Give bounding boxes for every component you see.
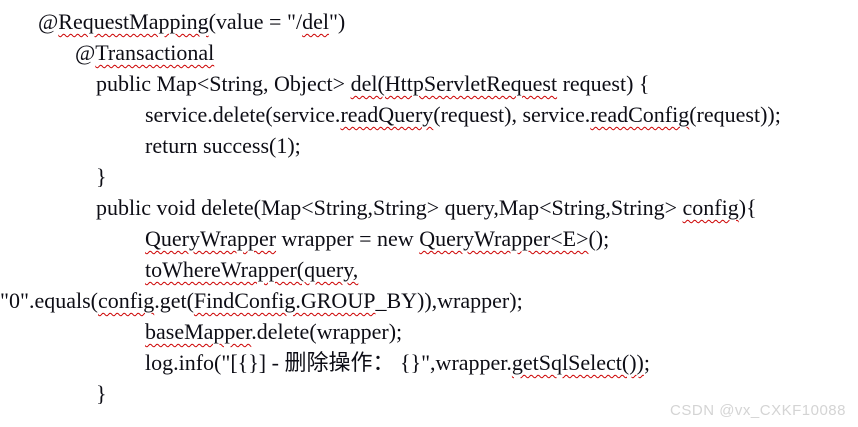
code-segment: request) { — [557, 71, 650, 96]
spellcheck-flagged-segment: baseMapper — [145, 319, 252, 344]
code-segment: _BY)),wrapper); — [375, 288, 523, 313]
code-segment: ; — [643, 350, 651, 375]
code-segment: (value = "/ — [208, 9, 303, 34]
code-segment: "0".equals( — [0, 288, 98, 313]
code-line: @Transactional — [0, 37, 858, 68]
code-segment: (request), service. — [433, 102, 591, 127]
code-line: } — [0, 161, 858, 192]
spellcheck-flagged-segment: QueryWrapper — [145, 226, 277, 251]
code-line: log.info("[{}] - 删除操作： {}",wrapper.getSq… — [0, 347, 858, 378]
code-segment: public void delete(Map<String,String> qu… — [96, 195, 683, 220]
code-line: baseMapper.delete(wrapper); — [0, 316, 858, 347]
code-line: QueryWrapper wrapper = new QueryWrapper<… — [0, 223, 858, 254]
code-segment: } — [96, 381, 107, 406]
spellcheck-flagged-segment: toWhereWrapper(query, — [145, 257, 359, 282]
code-segment: ") — [328, 9, 346, 34]
spellcheck-flagged-segment: Transactional — [95, 40, 215, 65]
spellcheck-flagged-segment: del(HttpServletRequest — [350, 71, 558, 96]
code-line: service.delete(service.readQuery(request… — [0, 99, 858, 130]
spellcheck-flagged-segment: readQuery — [340, 102, 434, 127]
code-segment: @ — [75, 40, 96, 65]
code-segment: log.info("[{}] - 删除操作： {}",wrapper. — [145, 350, 512, 375]
code-segment: .delete(wrapper); — [251, 319, 403, 344]
code-segment: wrapper = new — [276, 226, 420, 251]
code-segment: public Map<String, Object> — [96, 71, 351, 96]
spellcheck-flagged-segment: config — [682, 195, 739, 220]
code-line: public void delete(Map<String,String> qu… — [0, 192, 858, 223]
code-line: toWhereWrapper(query, — [0, 254, 858, 285]
spellcheck-flagged-segment: RequestMapping — [58, 9, 209, 34]
spellcheck-flagged-segment: del — [302, 9, 329, 34]
spellcheck-flagged-segment: QueryWrapper<E> — [419, 226, 589, 251]
code-line: "0".equals(config.get(FindConfig.GROUP_B… — [0, 285, 858, 316]
code-block: @RequestMapping(value = "/del") @Transac… — [0, 6, 858, 409]
csdn-watermark: CSDN @vx_CXKF10088 — [670, 402, 846, 419]
spellcheck-flagged-segment: FindConfig.GROUP — [193, 288, 376, 313]
spellcheck-flagged-segment: readConfig — [590, 102, 690, 127]
code-segment: (request)); — [689, 102, 781, 127]
code-line: } — [0, 378, 858, 409]
code-segment: .get( — [154, 288, 194, 313]
code-line: public Map<String, Object> del(HttpServl… — [0, 68, 858, 99]
code-segment: (); — [588, 226, 610, 251]
code-segment: ){ — [738, 195, 757, 220]
code-line: @RequestMapping(value = "/del") — [0, 6, 858, 37]
code-segment: service.delete(service. — [145, 102, 341, 127]
code-segment: @ — [38, 9, 59, 34]
spellcheck-flagged-segment: config — [98, 288, 155, 313]
code-line: return success(1); — [0, 130, 858, 161]
code-segment: return success(1); — [145, 133, 301, 158]
code-segment: } — [96, 164, 107, 189]
spellcheck-flagged-segment: getSqlSelect()) — [511, 350, 644, 375]
